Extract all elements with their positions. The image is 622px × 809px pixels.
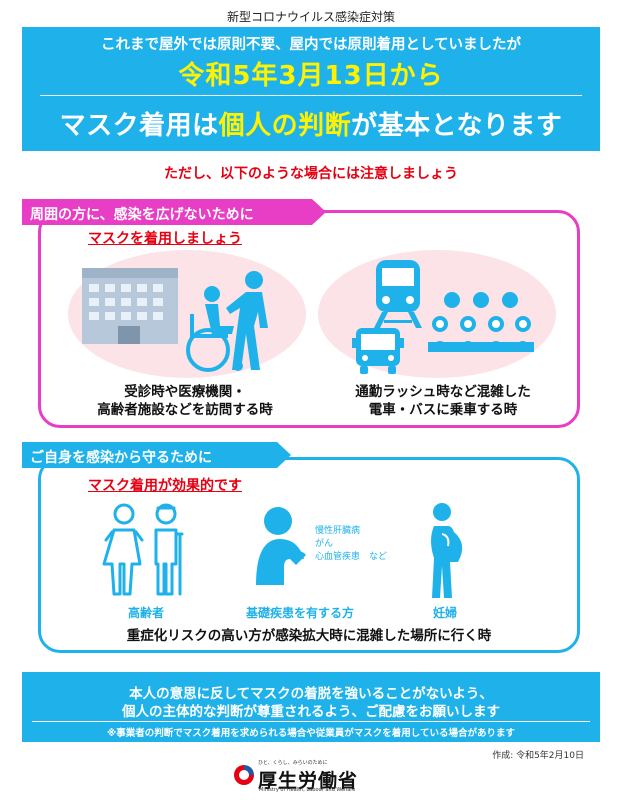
- label-pregnant: 妊婦: [432, 606, 457, 620]
- mask-effective-subtitle: マスク着用が効果的です: [88, 478, 242, 494]
- train-icon: [374, 260, 422, 328]
- caution-text: ただし、以下のような場合には注意しましょう: [164, 166, 458, 182]
- caption-high-risk: 重症化リスクの高い方が感染拡大時に混雑した場所に行く時: [126, 628, 492, 644]
- label-underlying-disease: 基礎疾患を有する方: [245, 606, 354, 620]
- hero-headline-pre: マスク着用は: [59, 111, 219, 141]
- pregnant-woman-icon: [431, 503, 463, 598]
- hero-line-previous-rule: これまで屋外では原則不要、屋内では原則着用としていましたが: [100, 37, 522, 53]
- disease-list: 慢性肝臓病 がん 心血管疾患 など: [315, 525, 387, 564]
- disease-liver: 慢性肝臓病: [315, 526, 361, 536]
- banner-line1: 本人の意思に反してマスクの着脱を強いることがないよう、: [129, 686, 493, 702]
- wheelchair-caregiver-icon: [186, 271, 268, 372]
- hero-headline: マスク着用は個人の判断が基本となります: [22, 105, 600, 142]
- disease-cardiovascular: 心血管疾患 など: [315, 552, 388, 562]
- wear-mask-subtitle: マスクを着用しましょう: [88, 231, 242, 247]
- hero-effective-date: 令和5年3月13日から: [178, 61, 444, 91]
- banner-line2: 個人の主体的な判断が尊重されるよう、ご配慮をお願いします: [122, 704, 500, 720]
- hero-divider: [40, 95, 582, 96]
- caption-hospital-visit-line1: 受診時や医療機関・: [124, 384, 246, 400]
- creation-date: 作成: 令和5年2月10日: [492, 751, 584, 761]
- bottom-banner: 本人の意思に反してマスクの着脱を強いることがないよう、 個人の主体的な判断が尊重…: [22, 672, 600, 742]
- mhlw-logo-mark-icon: [234, 765, 254, 785]
- logo-english-name: Ministry of Health, Labour and Welfare: [259, 787, 356, 793]
- section-protect-others-tab: 周囲の方に、感染を広げないために: [22, 199, 326, 225]
- section-protect-self-tab: ご自身を感染から守るために: [22, 442, 291, 468]
- hero-headline-post: が基本となります: [351, 111, 563, 141]
- caption-commute: 通勤ラッシュ時など混雑した 電車・バスに乗車する時: [318, 383, 568, 419]
- banner-divider: [32, 721, 590, 722]
- caption-hospital-visit-line2: 高齢者施設などを訪問する時: [97, 402, 273, 418]
- hospital-building-icon: [82, 268, 178, 344]
- logo-name: 厚生労働省: [258, 770, 359, 792]
- hero-banner: これまで屋外では原則不要、屋内では原則着用としていましたが 令和5年3月13日か…: [22, 27, 600, 151]
- patient-icon: [256, 507, 306, 585]
- hero-headline-highlight: 個人の判断: [218, 111, 352, 141]
- section-protect-self: [38, 457, 580, 653]
- caption-commute-line2: 電車・バスに乗車する時: [368, 402, 518, 418]
- label-elderly: 高齢者: [127, 606, 164, 620]
- elderly-couple-icon: [102, 503, 184, 596]
- caption-hospital-visit: 受診時や医療機関・ 高齢者施設などを訪問する時: [60, 383, 310, 419]
- disease-cancer: がん: [315, 539, 334, 549]
- campaign-label: 新型コロナウイルス感染症対策: [226, 10, 395, 24]
- logo-tagline: ひと、くらし、みらいのために: [258, 760, 328, 766]
- mhlw-logo: ひと、くらし、みらいのために 厚生労働省 Ministry of Health,…: [232, 757, 392, 795]
- caption-commute-line1: 通勤ラッシュ時など混雑した: [355, 384, 531, 400]
- bus-icon: [352, 328, 404, 374]
- banner-note: ※事業者の判断でマスク着用を求められる場合や従業員がマスクを着用している場合があ…: [107, 728, 515, 739]
- crowd-icon: [428, 292, 534, 352]
